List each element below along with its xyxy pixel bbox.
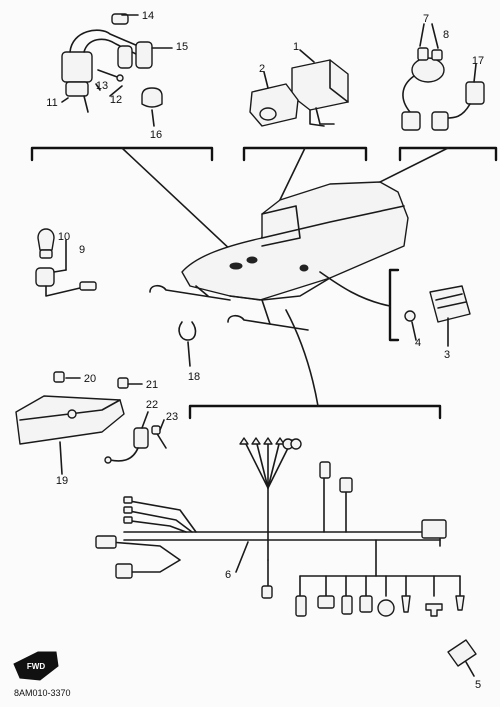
callout-1: 1 bbox=[293, 41, 299, 53]
callout-6: 6 bbox=[225, 569, 231, 581]
fwd-arrow-icon: FWD bbox=[13, 651, 59, 681]
sensor-part-22 bbox=[104, 427, 149, 464]
bolt-part-20 bbox=[53, 371, 65, 383]
wire-clamp bbox=[178, 321, 197, 341]
callout-12: 12 bbox=[110, 94, 122, 106]
figure-code: 8AM010-3370 bbox=[14, 688, 71, 698]
callout-18: 18 bbox=[188, 371, 200, 383]
callout-9: 9 bbox=[79, 244, 85, 256]
callout-14: 14 bbox=[142, 10, 154, 22]
callout-numbers: 1 2 3 4 5 6 7 8 9 10 11 12 13 14 15 16 1… bbox=[46, 10, 484, 691]
spark-plug-cap bbox=[111, 13, 129, 25]
connector-part-5 bbox=[447, 639, 477, 667]
voltage-regulator bbox=[429, 285, 471, 323]
callout-13: 13 bbox=[96, 80, 108, 92]
leader-lines bbox=[53, 14, 477, 677]
bolt-part-21 bbox=[117, 377, 129, 389]
cap-stud-part-12 bbox=[97, 69, 124, 82]
ignition-coil bbox=[61, 29, 153, 97]
bolt-part-23 bbox=[151, 425, 167, 449]
callout-7: 7 bbox=[423, 13, 429, 25]
bracket-wire-harness bbox=[188, 309, 442, 420]
snowmobile-skis bbox=[149, 284, 309, 331]
callout-2: 2 bbox=[259, 63, 265, 75]
callout-19: 19 bbox=[56, 475, 68, 487]
callout-21: 21 bbox=[146, 379, 158, 391]
callout-5: 5 bbox=[475, 679, 481, 691]
callout-11: 11 bbox=[46, 97, 57, 109]
cdi-unit bbox=[291, 59, 349, 127]
mounting-bracket-plate bbox=[15, 395, 125, 445]
callout-16: 16 bbox=[150, 129, 162, 141]
coil-bolt-part-13 bbox=[83, 95, 89, 113]
callout-15: 15 bbox=[176, 41, 188, 53]
regulator-screw-part-4 bbox=[404, 310, 416, 322]
callout-4: 4 bbox=[415, 337, 421, 349]
harness-connectors bbox=[95, 437, 465, 617]
headlight-bulb bbox=[37, 228, 55, 259]
callout-22: 22 bbox=[146, 399, 158, 411]
main-switch bbox=[401, 47, 445, 131]
cdi-holder-part-2 bbox=[249, 83, 299, 127]
wire-harness bbox=[109, 439, 461, 597]
choke-switch-part-17 bbox=[431, 81, 485, 131]
bracket-regulator-group bbox=[319, 268, 400, 342]
callout-8: 8 bbox=[443, 29, 449, 41]
callout-10: 10 bbox=[58, 231, 70, 243]
callout-3: 3 bbox=[444, 349, 450, 361]
callout-20: 20 bbox=[84, 373, 96, 385]
bracket-ignition-coil-group bbox=[30, 146, 251, 269]
callout-23: 23 bbox=[166, 411, 178, 423]
bulb-socket-part-9 bbox=[35, 267, 97, 297]
snowmobile-body bbox=[181, 181, 409, 301]
fwd-label: FWD bbox=[27, 662, 45, 671]
callout-17: 17 bbox=[472, 55, 484, 67]
ignition-coil-cover bbox=[141, 87, 163, 108]
